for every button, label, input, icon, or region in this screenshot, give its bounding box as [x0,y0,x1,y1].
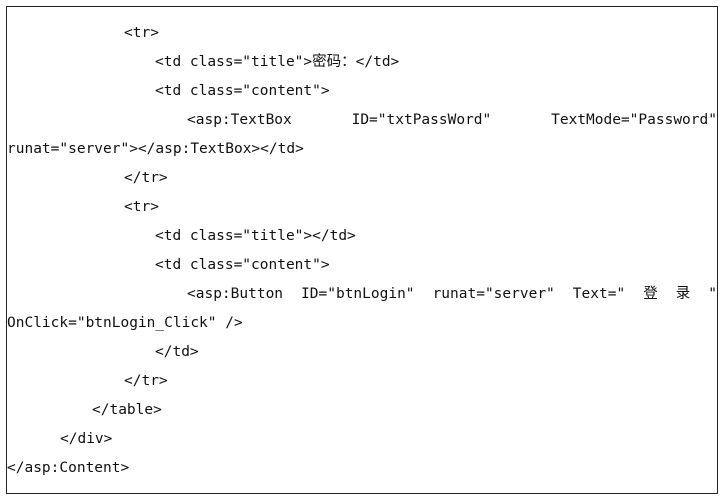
code-line: <td class="title"></td> [155,228,356,244]
code-line: OnClick="btnLogin_Click" /> [7,315,243,331]
code-token: runat="server" [432,286,555,302]
code-token: ID="txtPassWord" [351,112,492,128]
code-token: TextMode="Password" [551,112,717,128]
code-line-wrapped: <asp:TextBox ID="txtPassWord" TextMode="… [187,106,717,135]
code-token: <asp:TextBox [187,112,292,128]
code-line: <tr> [124,25,159,41]
code-token: " [708,286,717,302]
code-token: ID="btnLogin" [301,286,415,302]
code-line: <td class="content"> [155,83,330,99]
code-line-wrapped: <asp:Button ID="btnLogin" runat="server"… [187,280,717,309]
code-token: <asp:Button [187,286,284,302]
code-line: </asp:Content> [7,460,130,476]
code-token: Text=" [572,286,626,302]
code-line: </div> [60,431,113,447]
code-line: </td> [155,344,199,360]
code-line: runat="server"></asp:TextBox></td> [7,141,304,157]
code-line: <tr> [124,199,159,215]
code-line: <td class="content"> [155,257,330,273]
code-line: </tr> [124,170,168,186]
code-line: </tr> [124,373,168,389]
code-line: </table> [92,402,162,418]
code-block: <tr> <td class="title">密码：</td> <td clas… [6,6,718,494]
code-token: 录 [675,286,691,302]
code-line: <td class="title">密码：</td> [155,54,400,70]
code-token: 登 [643,286,658,302]
